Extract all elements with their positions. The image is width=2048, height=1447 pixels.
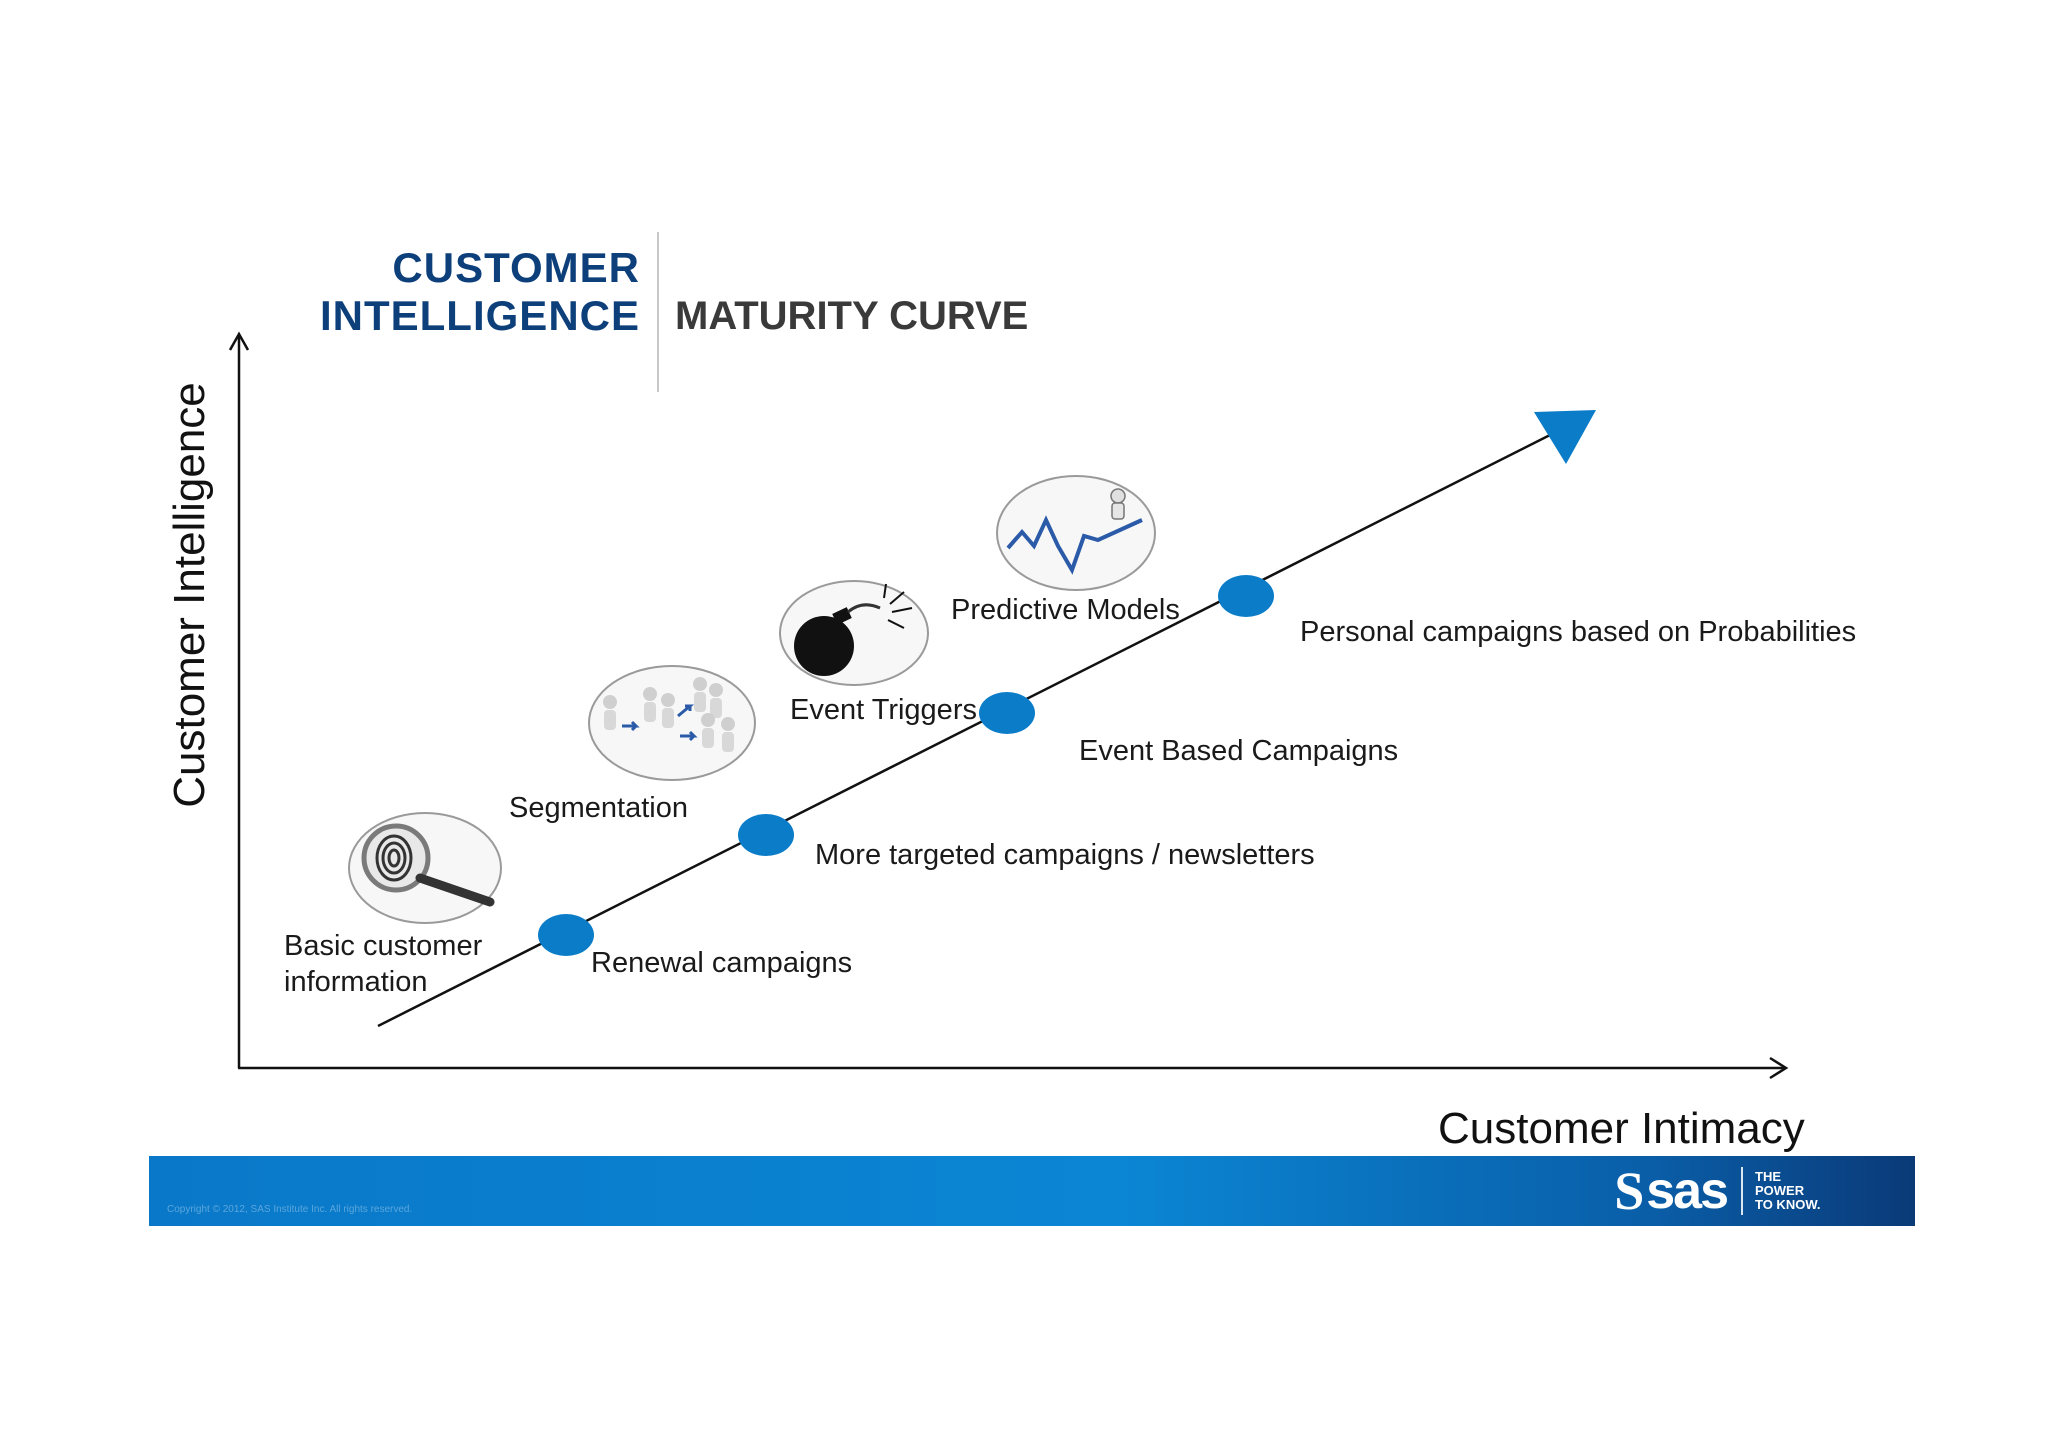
x-axis-label: Customer Intimacy bbox=[1438, 1104, 1805, 1153]
segmentation-people-icon bbox=[588, 665, 756, 781]
milestone-dot-renewal bbox=[538, 914, 594, 956]
sas-logo-text: sas bbox=[1646, 1162, 1729, 1220]
fingerprint-magnifier-icon bbox=[348, 812, 502, 924]
milestone-dot-event-based bbox=[979, 692, 1035, 734]
title-divider bbox=[657, 232, 659, 392]
stage-label-basic-line-2: information bbox=[284, 966, 428, 998]
title-customer-intelligence: CUSTOMER INTELLIGENCE bbox=[250, 244, 640, 340]
title-line-2: INTELLIGENCE bbox=[319, 292, 640, 339]
stage-label-event-triggers: Event Triggers bbox=[790, 694, 977, 726]
footer-bar: Copyright © 2012, SAS Institute Inc. All… bbox=[149, 1156, 1915, 1226]
sas-tagline: THE POWER TO KNOW. bbox=[1755, 1170, 1825, 1212]
sas-logo: S sas THE POWER TO KNOW. bbox=[1614, 1164, 1825, 1218]
sas-tagline-line-1: THE bbox=[1755, 1169, 1781, 1184]
predictive-chart-icon bbox=[996, 475, 1156, 591]
stage-label-basic: Basic customer information bbox=[284, 928, 482, 1000]
copyright-text: Copyright © 2012, SAS Institute Inc. All… bbox=[167, 1204, 413, 1215]
stage-label-predictive-models: Predictive Models bbox=[951, 594, 1180, 626]
milestone-dot-targeted bbox=[738, 814, 794, 856]
stage-label-segmentation: Segmentation bbox=[509, 792, 688, 824]
milestone-label-targeted: More targeted campaigns / newsletters bbox=[815, 839, 1315, 871]
logo-separator bbox=[1741, 1167, 1743, 1215]
x-axis-arrowhead bbox=[1769, 1056, 1789, 1080]
y-axis-arrowhead bbox=[228, 331, 250, 351]
maturity-curve-arrowhead bbox=[1534, 410, 1596, 464]
milestone-label-event-based: Event Based Campaigns bbox=[1079, 735, 1399, 767]
stage-label-basic-line-1: Basic customer bbox=[284, 930, 483, 962]
milestone-label-renewal: Renewal campaigns bbox=[591, 947, 853, 979]
milestone-dot-personal bbox=[1218, 575, 1274, 617]
sas-swirl-icon: S bbox=[1614, 1161, 1645, 1221]
milestone-label-personal: Personal campaigns based on Probabilitie… bbox=[1300, 616, 1857, 648]
sas-tagline-line-3: TO KNOW. bbox=[1755, 1197, 1821, 1212]
y-axis-label: Customer Intelligence bbox=[165, 382, 214, 808]
sas-tagline-line-2: POWER bbox=[1755, 1183, 1805, 1198]
title-line-1: CUSTOMER bbox=[392, 244, 640, 291]
bomb-icon bbox=[779, 580, 929, 686]
title-maturity-curve: MATURITY CURVE bbox=[675, 294, 1029, 338]
